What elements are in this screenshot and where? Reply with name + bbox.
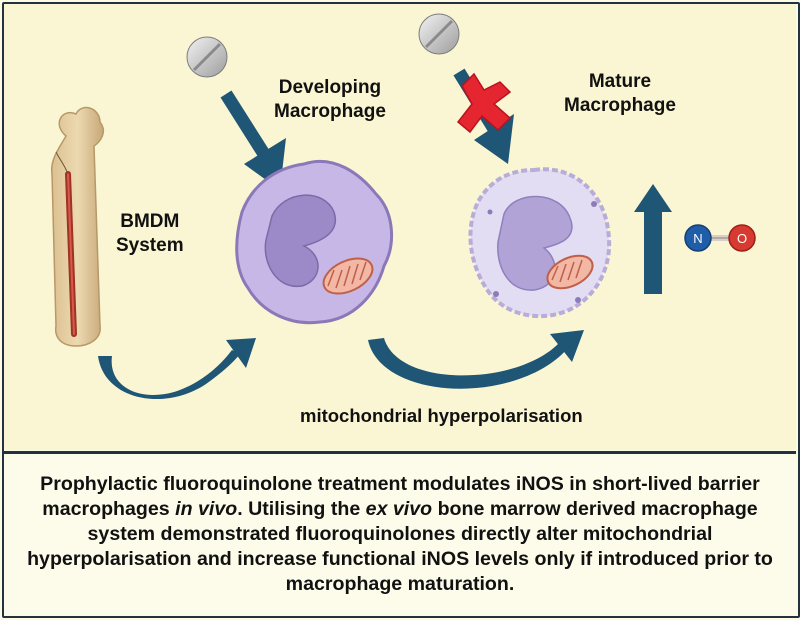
- caption-part-3: bone marrow derived macrophage system de…: [27, 497, 773, 595]
- caption-text: Prophylactic fluoroquinolone treatment m…: [15, 472, 785, 597]
- caption-part-2: . Utilising the: [237, 497, 366, 520]
- oxygen-label: O: [737, 231, 747, 246]
- section-divider: [4, 451, 796, 454]
- developing-label-line1: Developing: [278, 77, 382, 98]
- pill-icon: [418, 13, 460, 55]
- bone-icon: [50, 106, 105, 347]
- mature-label-line2: Macrophage: [564, 95, 676, 116]
- developing-macrophage-label: Developing Macrophage: [274, 76, 386, 124]
- developing-label-line2: Macrophage: [274, 101, 386, 122]
- bmdm-label-line2: System: [116, 235, 184, 256]
- mature-label-line1: Mature: [588, 71, 652, 92]
- nitric-oxide-icon: N O: [684, 224, 756, 252]
- bmdm-system-label: BMDM System: [116, 210, 184, 258]
- increase-arrow-icon: [634, 184, 672, 294]
- pill-icon: [186, 36, 228, 78]
- process-label: mitochondrial hyperpolarisation: [300, 405, 583, 426]
- curved-arrow-bmdm-to-developing: [98, 338, 256, 400]
- caption-part-1: Prophylactic fluoroquinolone treatment m…: [40, 472, 760, 520]
- developing-macrophage-cell: [235, 159, 394, 325]
- caption-italic-ex-vivo: ex vivo: [365, 497, 433, 520]
- mature-macrophage-cell: [468, 167, 612, 319]
- nitrogen-label: N: [693, 231, 702, 246]
- curved-arrow-developing-to-mature: [368, 330, 584, 389]
- diagram-panel: N O BMDM System Developing Macrophage Ma…: [4, 4, 796, 450]
- mitochondrion-icon: [322, 257, 374, 295]
- block-cross-icon: [456, 72, 512, 134]
- bmdm-label-line1: BMDM: [120, 211, 180, 232]
- diagram-graphics: N O: [50, 13, 756, 400]
- mature-macrophage-label: Mature Macrophage: [564, 70, 676, 118]
- caption-italic-in-vivo: in vivo: [175, 497, 238, 520]
- caption-panel: Prophylactic fluoroquinolone treatment m…: [4, 454, 796, 614]
- mitochondrion-icon: [546, 254, 594, 290]
